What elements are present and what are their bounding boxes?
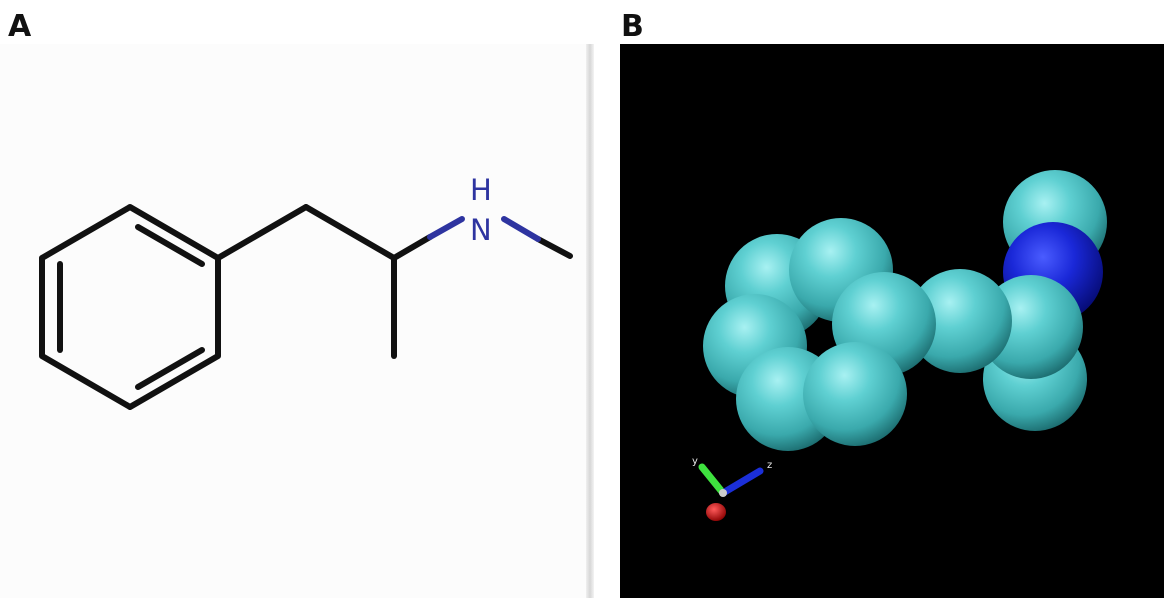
y-axis-label: y xyxy=(692,456,698,467)
double-bond-inner-1 xyxy=(135,224,205,267)
double-bond-inner-2 xyxy=(135,347,205,390)
panel-a-2d-structure: H N xyxy=(0,44,592,598)
y-axis-rod xyxy=(698,463,727,497)
space-filling-model: y z xyxy=(692,170,1107,521)
nitrogen-atom-label: N xyxy=(470,213,492,247)
benzene-ring xyxy=(39,204,221,410)
bond-ch-n-nitrogen-half xyxy=(427,216,465,240)
bond-n-methyl-carbon-half xyxy=(535,236,573,259)
hydrogen-atom-label: H xyxy=(470,173,492,207)
panel-b-3d-model: y z xyxy=(620,44,1164,598)
x-axis-marker xyxy=(706,503,726,521)
panel-a-label: A xyxy=(8,9,32,44)
bond-ch-n-carbon-half xyxy=(391,234,433,261)
carbon-atom-ch2 xyxy=(908,269,1012,373)
z-axis-label: z xyxy=(767,460,772,471)
axis-gizmo: y z xyxy=(692,456,772,521)
bond-n-methyl-nitrogen-half xyxy=(501,216,541,242)
panel-divider-shadow xyxy=(586,44,594,598)
z-axis-rod xyxy=(719,467,764,497)
carbon-atom-ring-5 xyxy=(803,342,907,446)
bond-ring-ch2 xyxy=(215,204,309,261)
panel-b-label: B xyxy=(621,9,644,44)
skeletal-formula: H N xyxy=(39,173,573,410)
bond-ch2-ch xyxy=(303,204,397,261)
axis-origin xyxy=(719,489,727,497)
